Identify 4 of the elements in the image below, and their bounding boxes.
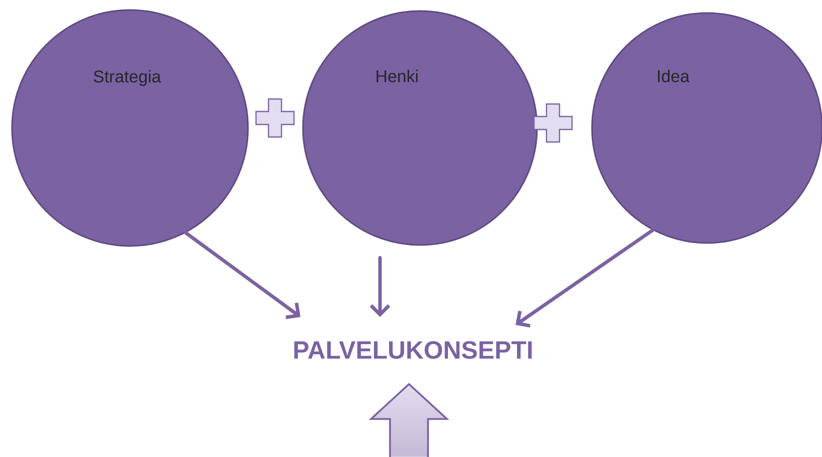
arrow — [516, 228, 654, 328]
arrow — [370, 256, 390, 317]
title-text: PALVELUKONSEPTI — [294, 341, 532, 359]
arrow — [184, 231, 300, 320]
